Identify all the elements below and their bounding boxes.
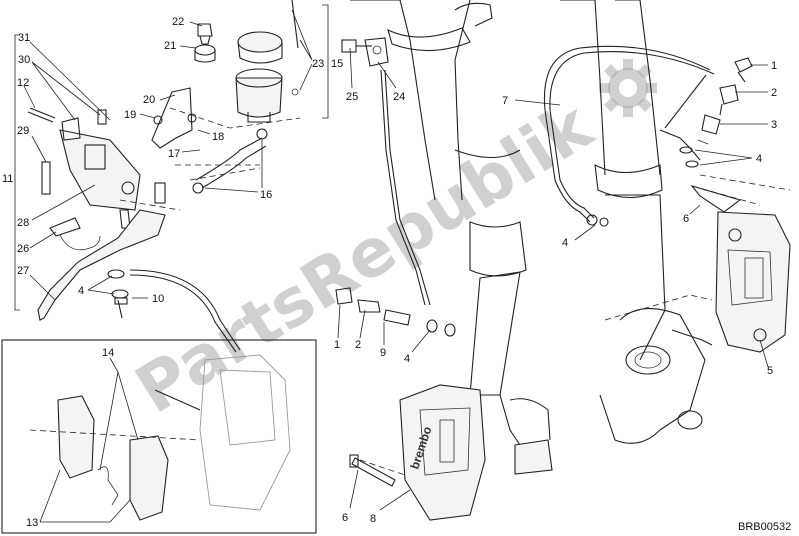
callout-20: 20 — [143, 94, 155, 106]
brake-switch-26 — [49, 217, 101, 251]
callout-8: 8 — [370, 513, 376, 525]
callout-28: 28 — [17, 217, 29, 229]
callout-5: 5 — [767, 365, 773, 377]
group-bracket-11 — [14, 34, 20, 311]
callout-11: 11 — [2, 173, 13, 185]
callout-6: 6 — [342, 512, 348, 524]
callout-4: 4 — [562, 237, 568, 249]
bolts-12 — [27, 107, 107, 125]
leader-lines — [23, 9, 769, 523]
brake-hose — [543, 45, 715, 227]
callout-31: 31 — [18, 32, 30, 44]
reservoir-cap-screw — [197, 23, 213, 45]
hose-clip-16 — [192, 128, 268, 194]
callout-18: 18 — [212, 131, 224, 143]
bracket-20 — [151, 87, 193, 149]
callout-24: 24 — [393, 91, 405, 103]
callout-14: 14 — [102, 347, 114, 359]
callout-27: 27 — [17, 265, 29, 277]
washer-pair-top — [679, 146, 699, 168]
watermark: PartsRepublik — [123, 59, 657, 429]
callout-9: 9 — [380, 347, 386, 359]
callouts: 1 2 3 4 5 6 7 4 1 2 9 4 6 8 25 24 22 21 … — [2, 16, 777, 529]
callout-1: 1 — [334, 339, 340, 351]
bolt-25 — [341, 39, 372, 53]
callout-1: 1 — [771, 60, 777, 72]
callout-26: 26 — [17, 243, 29, 255]
callout-2: 2 — [355, 339, 361, 351]
callout-2: 2 — [771, 87, 777, 99]
callout-15: 15 — [331, 58, 343, 70]
callout-19: 19 — [124, 109, 136, 121]
master-cylinder — [59, 117, 141, 211]
caliper-left: brembo — [399, 384, 486, 521]
banjo-24 — [364, 37, 389, 67]
caliper-bolt-bottom — [349, 454, 396, 487]
bleed-cap-top — [697, 114, 721, 145]
drawing-reference: BRB00532 — [738, 521, 791, 533]
callout-17: 17 — [168, 148, 180, 160]
watermark-text: PartsRepublik — [123, 86, 607, 428]
callout-4: 4 — [78, 285, 84, 297]
brake-lever-27 — [37, 209, 166, 321]
callout-10: 10 — [152, 293, 164, 305]
callout-30: 30 — [18, 54, 30, 66]
reservoir-hose-17 — [195, 137, 267, 189]
callout-3: 3 — [771, 119, 777, 131]
fork-leg-left — [350, 0, 553, 475]
callout-22: 22 — [172, 16, 184, 28]
callout-25: 25 — [346, 91, 358, 103]
callout-21: 21 — [164, 40, 176, 52]
fitting-19-18 — [153, 113, 197, 125]
callout-6: 6 — [683, 213, 689, 225]
pads-inset-frame — [1, 339, 317, 534]
callout-16: 16 — [260, 189, 272, 201]
lever-hose — [129, 269, 241, 353]
grommet-21 — [194, 44, 216, 63]
callout-12: 12 — [17, 77, 29, 89]
callout-13: 13 — [26, 517, 38, 529]
union-group — [335, 287, 456, 337]
fork-leg-right — [560, 0, 713, 444]
callout-4: 4 — [404, 353, 410, 365]
bleed-screw-top — [719, 84, 739, 116]
pin-29 — [41, 161, 51, 195]
callout-23: 23 — [312, 58, 324, 70]
callout-29: 29 — [17, 125, 29, 137]
group-bracket-15 — [322, 4, 329, 119]
inset-pads — [57, 354, 291, 521]
banjo-bolt-top — [734, 57, 753, 83]
washers-banjo-10 — [107, 269, 129, 319]
callout-4: 4 — [756, 153, 762, 165]
callout-7: 7 — [502, 95, 508, 107]
caliper-right — [690, 184, 791, 353]
reservoir — [235, 0, 299, 123]
hose-center — [380, 69, 431, 306]
